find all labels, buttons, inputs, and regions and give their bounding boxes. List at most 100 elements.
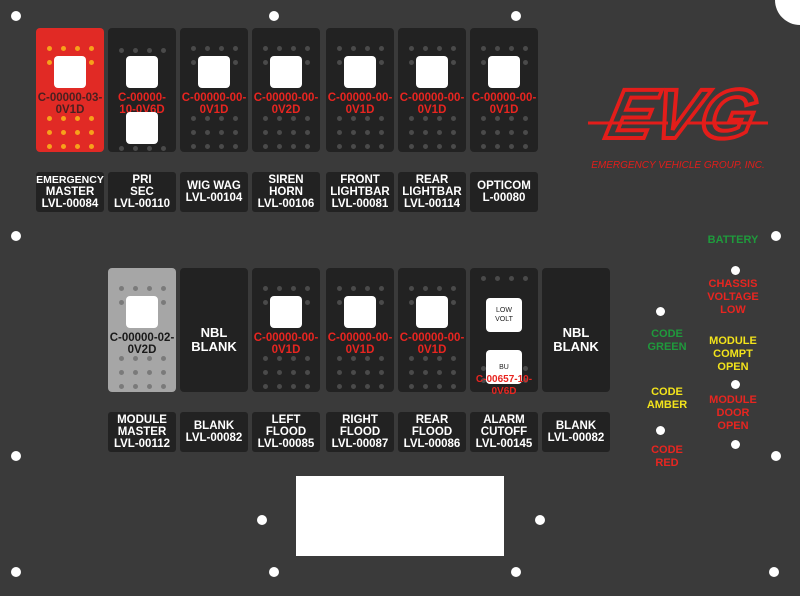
- blank-text-line: BLANK: [191, 339, 237, 354]
- switch-label-line: LVL-00082: [185, 432, 243, 444]
- switch-dot: [263, 370, 268, 375]
- switch-dot: [133, 286, 138, 291]
- switch-dot: [451, 286, 456, 291]
- switch-window: [126, 56, 158, 88]
- switch-dot: [161, 286, 166, 291]
- switch-dot: [351, 130, 356, 135]
- indicator-label-line: OPEN: [717, 361, 749, 373]
- switch-dot: [291, 384, 296, 389]
- switch-dot: [437, 356, 442, 361]
- switch-dot: [423, 384, 428, 389]
- switch-dot: [437, 116, 442, 121]
- switch-label-line: RIGHT: [342, 414, 378, 426]
- blank-text-line: NBL: [200, 325, 228, 340]
- switch-dot: [451, 300, 456, 305]
- switch-dot: [147, 48, 152, 53]
- mounting-hole: [269, 567, 279, 577]
- rocker-switch[interactable]: C-00000-00-0V1D: [326, 28, 394, 152]
- indicator-led: [731, 266, 740, 275]
- switch-dot: [61, 144, 66, 149]
- switch-dot: [351, 46, 356, 51]
- switch-label-line: OPTICOM: [477, 180, 531, 192]
- switch-dot: [277, 116, 282, 121]
- switch-code: C-00000-00-0V1D: [327, 332, 393, 356]
- switch-dot: [337, 300, 342, 305]
- rocker-switch[interactable]: C-00000-00-0V2D: [252, 28, 320, 152]
- switch-dot: [379, 356, 384, 361]
- switch-dot: [119, 356, 124, 361]
- indicator-led: [656, 307, 665, 316]
- switch-dot: [89, 116, 94, 121]
- rocker-switch[interactable]: C-00000-00-0V1D: [398, 28, 466, 152]
- switch-dot: [205, 144, 210, 149]
- switch-dot: [481, 130, 486, 135]
- mounting-hole: [771, 231, 781, 241]
- rocker-switch[interactable]: C-00000-00-0V1D: [398, 268, 466, 392]
- switch-dot: [191, 130, 196, 135]
- rocker-switch[interactable]: C-00000-00-0V1D: [326, 268, 394, 392]
- switch-window: [416, 296, 448, 328]
- switch-dot: [409, 144, 414, 149]
- switch-dot: [451, 130, 456, 135]
- switch-dot: [89, 130, 94, 135]
- rocker-switch[interactable]: C-00000-00-0V1D: [252, 268, 320, 392]
- switch-dot: [233, 144, 238, 149]
- rocker-switch[interactable]: C-00000-10-0V6D: [108, 28, 176, 152]
- switch-dot: [119, 146, 124, 151]
- switch-dot: [523, 378, 528, 383]
- switch-dot: [337, 356, 342, 361]
- switch-dot: [523, 276, 528, 281]
- switch-dot: [277, 384, 282, 389]
- switch-window: [344, 296, 376, 328]
- switch-dot: [337, 286, 342, 291]
- switch-dot: [305, 130, 310, 135]
- switch-dot: [379, 46, 384, 51]
- switch-dot: [365, 384, 370, 389]
- switch-dot: [509, 276, 514, 281]
- rocker-switch[interactable]: C-00000-02-0V2D: [108, 268, 176, 392]
- indicator-label-line: MODULE: [709, 394, 757, 406]
- rocker-switch[interactable]: C-00000-00-0V1D: [470, 28, 538, 152]
- switch-window: [488, 56, 520, 88]
- mounting-hole: [11, 451, 21, 461]
- switch-label-line: PRI: [132, 174, 152, 186]
- rocker-switch[interactable]: C-00000-03-0V1D: [36, 28, 104, 152]
- evg-logo: EVG EMERGENCY VEHICLE GROUP, INC.: [588, 78, 768, 171]
- switch-window: [416, 56, 448, 88]
- switch-dot: [451, 356, 456, 361]
- blank-text-line: NBL: [562, 325, 590, 340]
- switch-dot: [523, 130, 528, 135]
- switch-label-line: MASTER: [117, 426, 167, 438]
- switch-dot: [351, 286, 356, 291]
- switch-dot: [263, 130, 268, 135]
- switch-dot: [337, 46, 342, 51]
- rocker-switch[interactable]: C-00000-00-0V1D: [180, 28, 248, 152]
- switch-dot: [291, 116, 296, 121]
- mounting-hole: [771, 451, 781, 461]
- indicator-label: BATTERY: [688, 234, 778, 247]
- switch-dot: [523, 366, 528, 371]
- switch-dot: [437, 384, 442, 389]
- indicator-label-line: COMPT: [713, 348, 753, 360]
- switch-dot: [481, 276, 486, 281]
- switch-dot: [437, 46, 442, 51]
- switch-dot: [451, 144, 456, 149]
- mounting-hole: [11, 11, 21, 21]
- switch-dot: [437, 286, 442, 291]
- switch-dot: [161, 146, 166, 151]
- switch-dot: [495, 46, 500, 51]
